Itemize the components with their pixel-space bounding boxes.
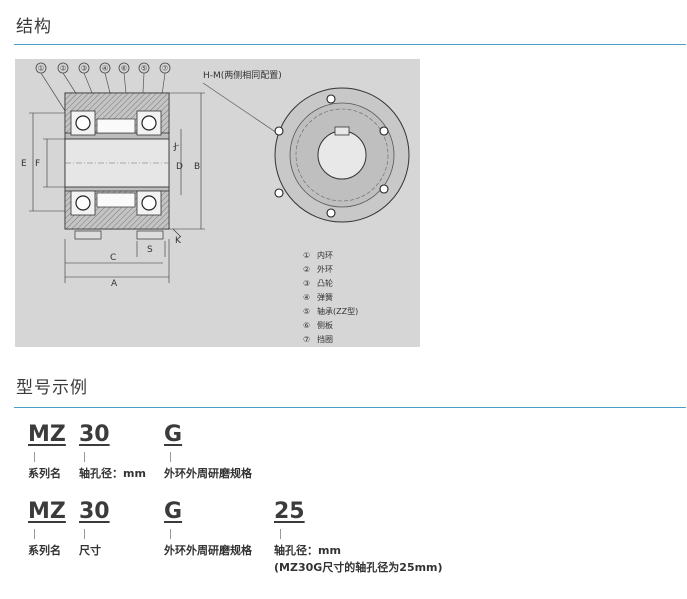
- tick: [34, 529, 35, 539]
- structure-divider: [14, 44, 686, 45]
- callout-1: ①: [38, 65, 44, 73]
- series-code: MZ: [28, 422, 66, 447]
- dim-a: A: [111, 279, 118, 289]
- size-label: 尺寸: [79, 544, 101, 557]
- callout-3: ③: [81, 65, 87, 73]
- callout-7: ⑦: [162, 65, 168, 73]
- grind-label: 外环外周研磨规格: [164, 544, 252, 557]
- legend-text-4: 弹簧: [317, 292, 333, 302]
- series-label: 系列名: [28, 544, 61, 557]
- dim-c: C: [110, 253, 116, 263]
- hm-label: H-M(两侧相同配置): [203, 69, 282, 81]
- size-label: 轴孔径：mm: [79, 467, 146, 480]
- dim-d: D: [176, 162, 183, 172]
- grind-label: 外环外周研磨规格: [164, 467, 252, 480]
- callout-5: ⑤: [141, 65, 147, 73]
- callout-4: ④: [102, 65, 108, 73]
- callout-6: ⑥: [121, 65, 127, 73]
- grind-code: G: [164, 499, 183, 524]
- bore-code: 25: [274, 499, 305, 524]
- dim-b: B: [194, 162, 200, 172]
- tick: [84, 452, 85, 462]
- legend-num-5: ⑤: [303, 307, 310, 316]
- size-code: 30: [79, 499, 110, 524]
- structure-figure: ① ② ③ ④ ⑥ ⑤ ⑦: [15, 59, 420, 347]
- series-label: 系列名: [28, 467, 61, 480]
- grind-code: G: [164, 422, 183, 447]
- model-divider: [14, 407, 686, 408]
- clutch-drawing: ① ② ③ ④ ⑥ ⑤ ⑦: [21, 62, 410, 344]
- structure-title: 结构: [16, 17, 52, 37]
- legend-num-2: ②: [303, 265, 310, 274]
- bore-note: (MZ30G尺寸的轴孔径为25mm): [274, 561, 443, 574]
- legend-text-2: 外环: [317, 264, 333, 274]
- legend-num-7: ⑦: [303, 335, 310, 344]
- tick: [170, 529, 171, 539]
- tick: [84, 529, 85, 539]
- legend-num-4: ④: [303, 293, 310, 302]
- size-code: 30: [79, 422, 110, 447]
- legend-text-5: 轴承(ZZ型): [317, 306, 358, 316]
- legend-num-6: ⑥: [303, 321, 310, 330]
- dim-e: E: [21, 159, 27, 169]
- legend-text-7: 挡圈: [317, 334, 333, 344]
- callout-2: ②: [60, 65, 66, 73]
- dim-k: K: [175, 236, 182, 246]
- tick: [34, 452, 35, 462]
- tick: [170, 452, 171, 462]
- legend-text-3: 凸轮: [317, 278, 333, 288]
- legend-text-6: 侧板: [317, 320, 333, 330]
- legend-text-1: 内环: [317, 250, 333, 260]
- legend-num-3: ③: [303, 279, 310, 288]
- bore-label: 轴孔径：mm: [274, 544, 341, 557]
- tick: [280, 529, 281, 539]
- model-title: 型号示例: [16, 378, 88, 398]
- series-code: MZ: [28, 499, 66, 524]
- dim-s: S: [147, 245, 153, 255]
- dim-f: F: [35, 159, 40, 169]
- legend-num-1: ①: [303, 251, 310, 260]
- dim-j: J: [173, 142, 177, 152]
